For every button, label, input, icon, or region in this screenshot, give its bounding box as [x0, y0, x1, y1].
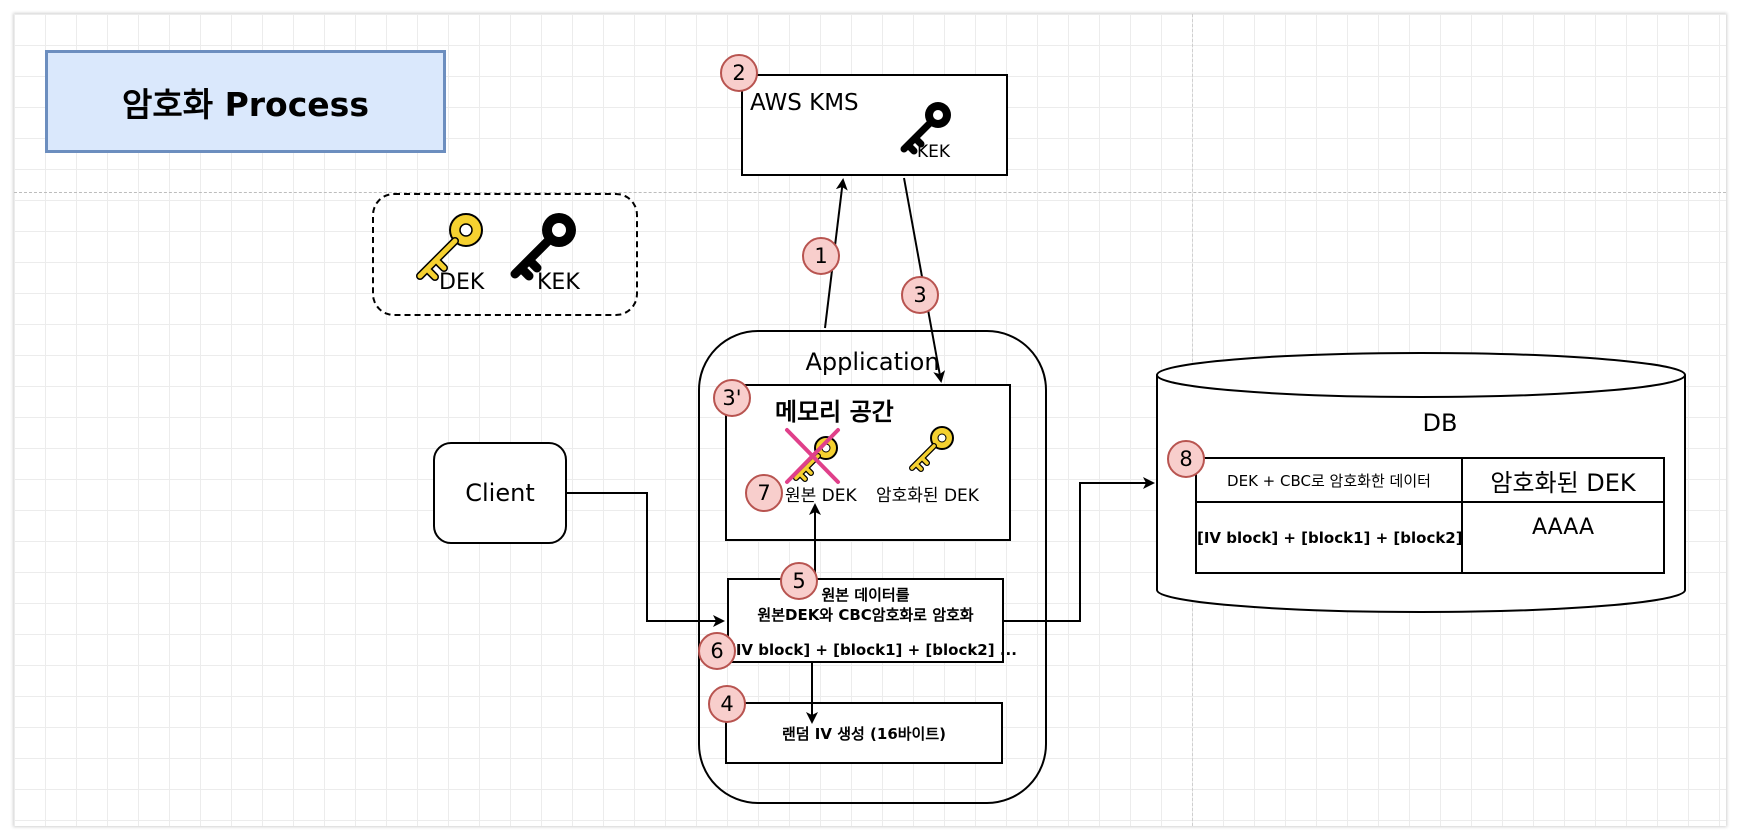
- page-break-horizontal: [14, 192, 1726, 193]
- encrypt-line-3: [IV block] + [block1] + [block2] ...: [729, 641, 1017, 659]
- db-header-cell: 암호화된 DEK: [1461, 457, 1665, 503]
- db-label: DB: [1422, 409, 1458, 437]
- original-dek-label: 원본 DEK: [785, 486, 857, 506]
- db-header-row: DEK + CBC로 암호화한 데이터 암호화된 DEK: [1195, 457, 1665, 503]
- step-badge-2: 2: [720, 54, 758, 92]
- db-data-row: [IV block] + [block1] + [block2] ... AAA…: [1195, 501, 1665, 574]
- db-data-cell: AAAA: [1461, 501, 1665, 574]
- encrypt-data-box: 원본 데이터를 원본DEK와 CBC암호화로 암호화 [IV block] + …: [727, 578, 1017, 663]
- aws-kms-title: AWS KMS: [750, 90, 859, 116]
- step-badge-7: 7: [745, 474, 783, 512]
- encrypt-line-1: 원본 데이터를: [821, 586, 910, 604]
- encrypted-dek-label: 암호화된 DEK: [876, 486, 979, 506]
- title-box: 암호화 Process: [45, 50, 446, 153]
- memory-space-box: 메모리 공간: [725, 384, 1011, 541]
- client-label: Client: [465, 479, 535, 507]
- db-data-cell: [IV block] + [block1] + [block2] ...: [1195, 501, 1463, 574]
- memory-space-title: 메모리 공간: [775, 398, 894, 426]
- step-badge-1: 1: [802, 237, 840, 275]
- kms-kek-label: KEK: [917, 142, 951, 162]
- random-iv-label: 랜덤 IV 생성 (16바이트): [781, 724, 947, 743]
- step-badge-3-prime: 3': [713, 379, 751, 417]
- legend-kek-label: KEK: [537, 270, 580, 295]
- encrypt-line-2: 원본DEK와 CBC암호화로 암호화: [757, 606, 974, 624]
- legend-box: [372, 193, 638, 316]
- step-badge-6: 6: [698, 632, 736, 670]
- title-text: 암호화 Process: [122, 84, 369, 124]
- db-header-cell: DEK + CBC로 암호화한 데이터: [1195, 457, 1463, 503]
- client-box: Client: [433, 442, 567, 544]
- page-break-vertical: [1192, 14, 1193, 826]
- step-badge-5: 5: [780, 562, 818, 600]
- db-table: DEK + CBC로 암호화한 데이터 암호화된 DEK [IV block] …: [1195, 457, 1665, 574]
- application-label: Application: [805, 348, 940, 376]
- legend-dek-label: DEK: [439, 270, 485, 295]
- step-badge-4: 4: [708, 685, 746, 723]
- aws-kms-box: AWS KMS KEK: [741, 74, 1008, 176]
- random-iv-box: 랜덤 IV 생성 (16바이트): [725, 702, 1003, 764]
- step-badge-8: 8: [1167, 440, 1205, 478]
- step-badge-3: 3: [901, 276, 939, 314]
